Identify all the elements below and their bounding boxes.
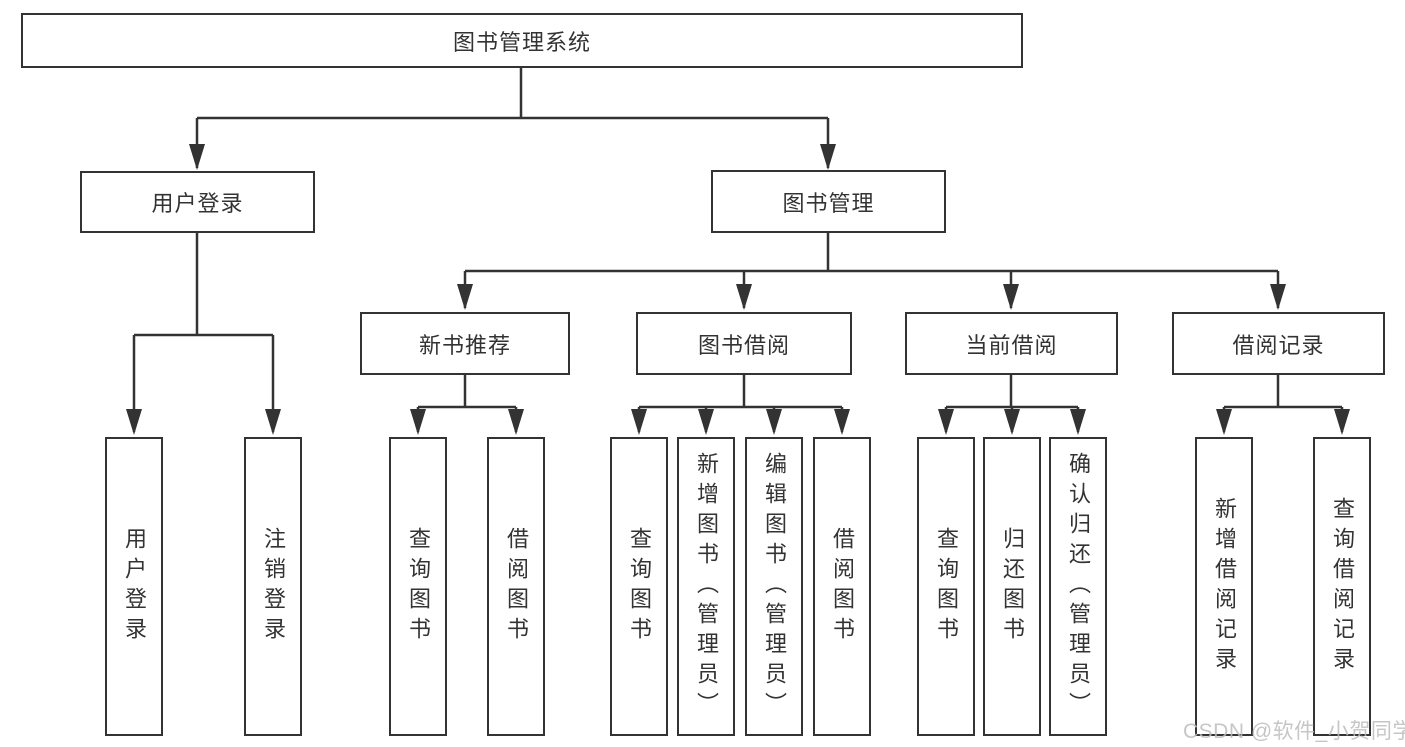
arrow-down-icon (508, 409, 524, 435)
leaf-label: 编辑图书（管理员） (762, 451, 787, 722)
node-label: 借阅记录 (1232, 332, 1325, 358)
leaf-label: 查询借阅记录 (1330, 496, 1355, 677)
arrow-down-icon (1270, 284, 1286, 310)
leaf-return-books: 归还图书 (983, 437, 1041, 736)
leaf-label: 确认归还（管理员） (1066, 451, 1091, 722)
arrowhead-icons (126, 144, 1350, 435)
arrow-down-icon (126, 409, 142, 435)
leaf-edit-books-admin: 编辑图书（管理员） (745, 437, 803, 736)
leaf-borrow-books-recommend: 借阅图书 (487, 437, 545, 736)
leaf-add-borrow-record: 新增借阅记录 (1195, 437, 1253, 736)
leaf-label: 借阅图书 (830, 526, 855, 647)
node-label: 图书借阅 (697, 332, 790, 358)
leaf-label: 归还图书 (1000, 526, 1025, 647)
arrow-down-icon (1216, 409, 1232, 435)
arrow-down-icon (938, 409, 954, 435)
leaf-user-login: 用户登录 (105, 437, 163, 736)
arrow-down-icon (1334, 409, 1350, 435)
node-label: 用户登录 (151, 191, 244, 216)
leaf-query-books-current: 查询图书 (917, 437, 975, 736)
node-label: 图书管理系统 (452, 29, 591, 55)
leaf-label: 借阅图书 (504, 526, 529, 647)
arrow-down-icon (189, 144, 205, 170)
arrow-down-icon (766, 409, 782, 435)
leaf-label: 查询图书 (406, 526, 431, 647)
node-current-borrowing: 当前借阅 (905, 312, 1118, 375)
node-user-login-branch: 用户登录 (80, 171, 315, 233)
csdn-watermark: CSDN @软件_小贺同学 (1183, 720, 1405, 743)
leaf-label: 用户登录 (122, 526, 147, 647)
leaf-query-books-recommend: 查询图书 (389, 437, 447, 736)
leaf-label: 查询图书 (627, 526, 652, 647)
node-new-book-recommend: 新书推荐 (360, 312, 570, 375)
arrow-down-icon (1004, 409, 1020, 435)
leaf-label: 新增图书（管理员） (694, 451, 719, 722)
node-borrowing-records: 借阅记录 (1172, 312, 1385, 375)
arrow-down-icon (698, 409, 714, 435)
node-library-management-system: 图书管理系统 (21, 13, 1023, 68)
arrow-down-icon (1070, 409, 1086, 435)
leaf-label: 注销登录 (261, 526, 286, 647)
leaf-confirm-return-admin: 确认归还（管理员） (1049, 437, 1107, 736)
leaf-label: 新增借阅记录 (1212, 496, 1237, 677)
node-label: 图书管理 (782, 190, 875, 216)
arrow-down-icon (410, 409, 426, 435)
arrow-down-icon (834, 409, 850, 435)
leaf-borrow-books: 借阅图书 (813, 437, 871, 736)
leaf-add-books-admin: 新增图书（管理员） (677, 437, 735, 736)
node-label: 新书推荐 (418, 332, 511, 358)
connector-paths (132, 68, 1344, 432)
arrow-down-icon (631, 409, 647, 435)
arrow-down-icon (736, 284, 752, 310)
arrow-down-icon (1003, 284, 1019, 310)
arrow-down-icon (457, 284, 473, 310)
node-label: 当前借阅 (965, 332, 1058, 358)
arrow-down-icon (265, 409, 281, 435)
leaf-label: 查询图书 (934, 526, 959, 647)
node-book-borrowing: 图书借阅 (636, 312, 852, 375)
leaf-query-books-borrowing: 查询图书 (610, 437, 668, 736)
arrow-down-icon (820, 144, 836, 170)
leaf-logout: 注销登录 (244, 437, 302, 736)
node-book-management-branch: 图书管理 (711, 170, 946, 233)
leaf-query-borrow-record: 查询借阅记录 (1313, 437, 1371, 736)
